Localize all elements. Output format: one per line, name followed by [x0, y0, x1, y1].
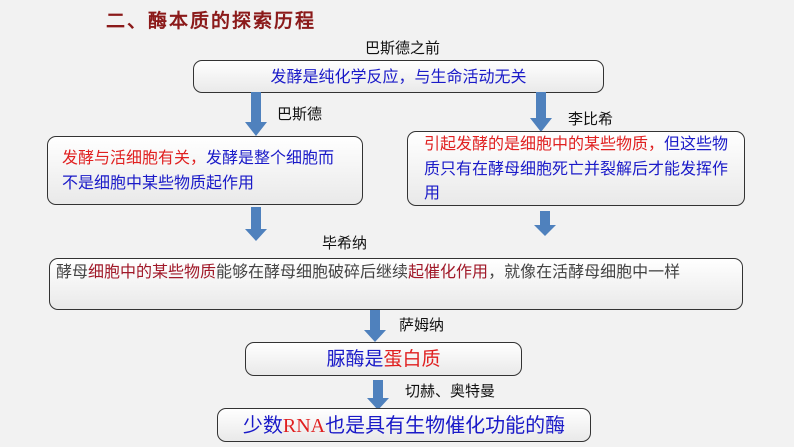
arrow-down-icon [245, 92, 267, 136]
box-pasteur: 发酵与活细胞有关，发酵是整个细胞而不是细胞中某些物质起作用 [47, 136, 363, 205]
arrow-down-icon [245, 207, 267, 241]
box-text: 酵母 [56, 262, 89, 281]
box-text-blue: 发酵是整个细胞而不是细胞中某些物质起作用 [62, 148, 335, 192]
box-text-red: RNA [282, 415, 326, 437]
box-text-red: 引起发酵的是细胞中的某些物质， [424, 134, 665, 153]
box-text-blue: 脲酶是 [326, 348, 384, 370]
box-text-blue: 但这些物质只有在酵母细胞死亡并裂解后才能发挥作用 [424, 134, 729, 202]
box-text: ，就像在活酵母细胞中一样 [488, 262, 681, 281]
box-text-highlight: 起催化作用 [408, 262, 489, 281]
label-sumner: 萨姆纳 [399, 316, 445, 334]
box-text-blue: 也是具有生物催化功能的酶 [325, 413, 566, 437]
box-sumner: 脲酶是蛋白质 [245, 342, 522, 376]
label-liebig: 李比希 [568, 110, 614, 128]
label-pasteur: 巴斯德 [277, 105, 323, 123]
arrow-down-icon [367, 380, 389, 410]
arrow-down-icon [364, 310, 386, 342]
arrow-down-icon [534, 211, 556, 236]
slide-title: 二、酶本质的探索历程 [106, 10, 317, 32]
box-text: 发酵是纯化学反应，与生命活动无关 [270, 67, 527, 86]
box-buchner: 酵母细胞中的某些物质能够在酵母细胞破碎后继续起催化作用，就像在活酵母细胞中一样 [49, 258, 743, 310]
arrow-down-icon [530, 92, 552, 132]
box-cech: 少数RNA也是具有生物催化功能的酶 [217, 408, 591, 442]
label-before-pasteur: 巴斯德之前 [365, 39, 441, 57]
box-liebig: 引起发酵的是细胞中的某些物质，但这些物质只有在酵母细胞死亡并裂解后才能发挥作用 [407, 131, 745, 206]
label-buchner: 毕希纳 [322, 234, 368, 252]
label-cech-altman: 切赫、奥特曼 [405, 382, 496, 400]
box-text-highlight: 细胞中的某些物质 [88, 262, 217, 281]
box-text: 能够在酵母细胞破碎后继续 [216, 262, 409, 281]
box-before-pasteur: 发酵是纯化学反应，与生命活动无关 [193, 60, 604, 93]
box-text-red: 发酵与活细胞有关， [62, 148, 207, 167]
box-text-red: 蛋白质 [383, 348, 441, 370]
box-text-blue: 少数 [242, 413, 283, 437]
